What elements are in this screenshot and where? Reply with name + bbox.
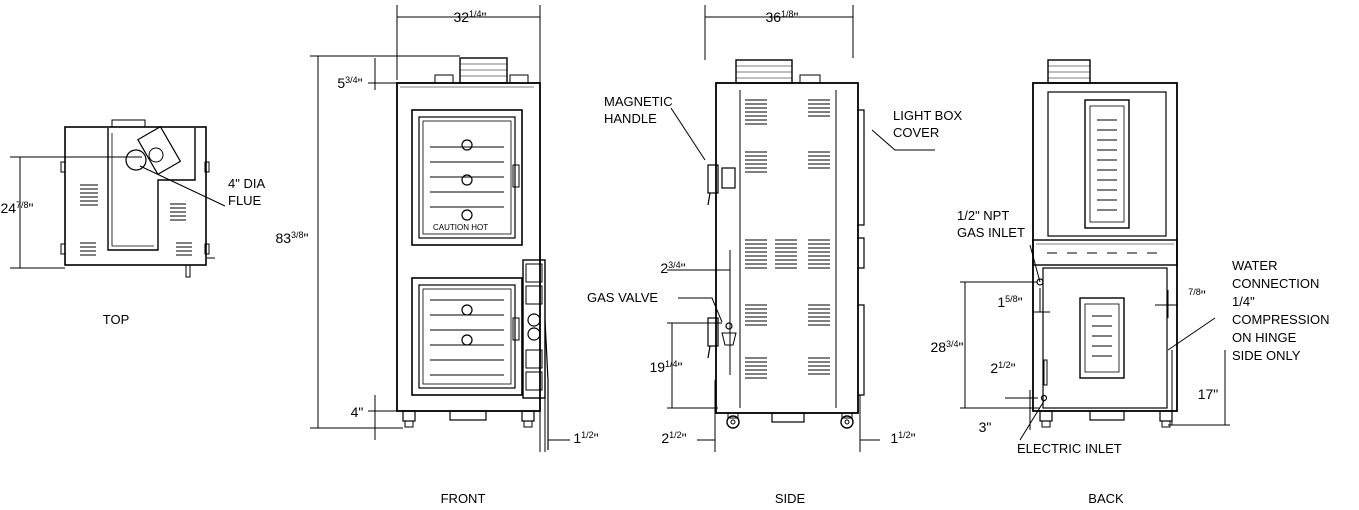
dim-side-valve-height: 191/4": [649, 359, 682, 375]
dim-front-width: 321/4": [453, 9, 486, 25]
gas-inlet-callout-line-1: 1/2" NPT: [957, 208, 1009, 223]
gas-inlet-callout-line-2: GAS INLET: [957, 225, 1025, 240]
dim-side-left: 23/4": [660, 260, 685, 276]
electric-inlet-callout: ELECTRIC INLET: [1017, 441, 1122, 456]
dim-top-depth: 247/8": [0, 200, 33, 216]
view-label-front: FRONT: [441, 491, 486, 506]
dim-back-water-offset: 7/8": [1188, 287, 1206, 303]
water-connection-callout-line-2: CONNECTION: [1232, 276, 1319, 291]
view-label-side: SIDE: [775, 491, 806, 506]
view-label-back: BACK: [1088, 491, 1124, 506]
water-connection-callout-line-3: 1/4": [1232, 294, 1255, 309]
side-view: [667, 5, 935, 452]
caution-hot-label: CAUTION HOT: [433, 223, 488, 232]
dim-side-bottom-right: 11/2": [890, 430, 915, 446]
dim-front-height: 833/8": [275, 230, 308, 246]
dim-front-top: 53/4": [337, 75, 362, 91]
water-connection-callout-line-4: COMPRESSION: [1232, 312, 1330, 327]
dim-back-gas-offset: 15/8": [997, 294, 1022, 310]
dim-back-electric-height: 3": [979, 419, 992, 435]
water-connection-callout-line-6: SIDE ONLY: [1232, 348, 1301, 363]
front-view: [310, 5, 570, 452]
flue-callout-line-2: FLUE: [228, 193, 262, 208]
back-view: [960, 59, 1230, 441]
water-connection-callout-line-5: ON HINGE: [1232, 330, 1297, 345]
magnetic-handle-callout-line-1: MAGNETIC: [604, 94, 673, 109]
dim-front-right: 11/2": [573, 430, 598, 446]
dim-back-electric-offset: 21/2": [990, 360, 1015, 376]
flue-callout-line-1: 4" DIA: [228, 176, 265, 191]
dim-back-gas-height: 283/4": [930, 339, 963, 355]
gas-valve-callout: GAS VALVE: [587, 290, 658, 305]
water-connection-callout-line-1: WATER: [1232, 258, 1278, 273]
top-view: [10, 119, 226, 278]
dim-back-water-height: 17": [1198, 386, 1219, 402]
light-box-cover-callout-line-2: COVER: [893, 125, 939, 140]
dim-front-bottom: 4": [351, 404, 364, 420]
view-label-top: TOP: [103, 312, 130, 327]
magnetic-handle-callout-line-2: HANDLE: [604, 111, 657, 126]
dim-side-width: 361/8": [765, 9, 798, 25]
dim-side-bottom-left: 21/2": [661, 430, 686, 446]
light-box-cover-callout-line-1: LIGHT BOX: [893, 108, 962, 123]
